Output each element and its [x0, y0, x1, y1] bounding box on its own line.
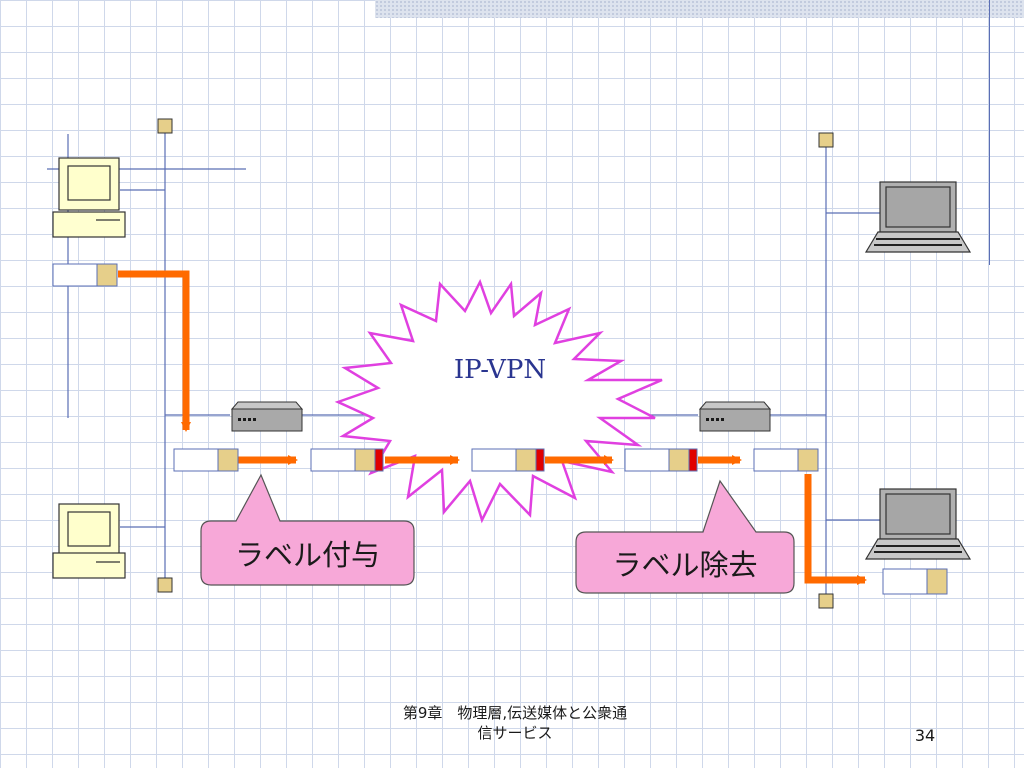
- terminator-left-bottom: [157, 577, 173, 593]
- packet-1: [173, 448, 239, 472]
- flow-arrow-down: [118, 270, 191, 432]
- terminator-right-bottom: [818, 593, 834, 609]
- flow-arrows: [118, 270, 867, 585]
- callout-label-add-shape: [200, 473, 415, 586]
- laptop-bottom: [864, 488, 972, 560]
- terminator-right-top: [818, 132, 834, 148]
- packet-destination: [882, 568, 948, 595]
- callout-label-add: ラベル付与: [234, 538, 380, 572]
- callout-label-remove: ラベル除去: [612, 547, 758, 582]
- desktop-pc-top: [52, 157, 126, 238]
- desktop-pc-bottom: [52, 503, 126, 579]
- packet-5: [753, 448, 819, 472]
- footer-title: 第9章 物理層,伝送媒体と公衆通 信サービス: [340, 703, 690, 743]
- laptop-top: [864, 181, 972, 253]
- packet-source: [52, 263, 118, 287]
- router-left: [230, 401, 304, 432]
- packet-4-labeled: [624, 448, 698, 472]
- flow-arrow-out: [804, 474, 867, 585]
- header-decoration-band: [375, 0, 1024, 18]
- bus-terminators: [157, 118, 834, 609]
- page-number: 34: [914, 726, 936, 745]
- vpn-label: IP-VPN: [453, 355, 547, 385]
- packets: [52, 263, 948, 595]
- packet-3-labeled: [471, 448, 545, 472]
- footer-title-line2: 信サービス: [477, 724, 553, 742]
- packet-2-labeled: [310, 448, 384, 472]
- callout-label-remove-shape: [575, 479, 795, 594]
- router-right: [698, 401, 772, 432]
- footer-title-line1: 第9章 物理層,伝送媒体と公衆通: [402, 704, 628, 722]
- right-edge-rule: [989, 0, 990, 265]
- terminator-left-top: [157, 118, 173, 134]
- vpn-cloud: [334, 278, 663, 524]
